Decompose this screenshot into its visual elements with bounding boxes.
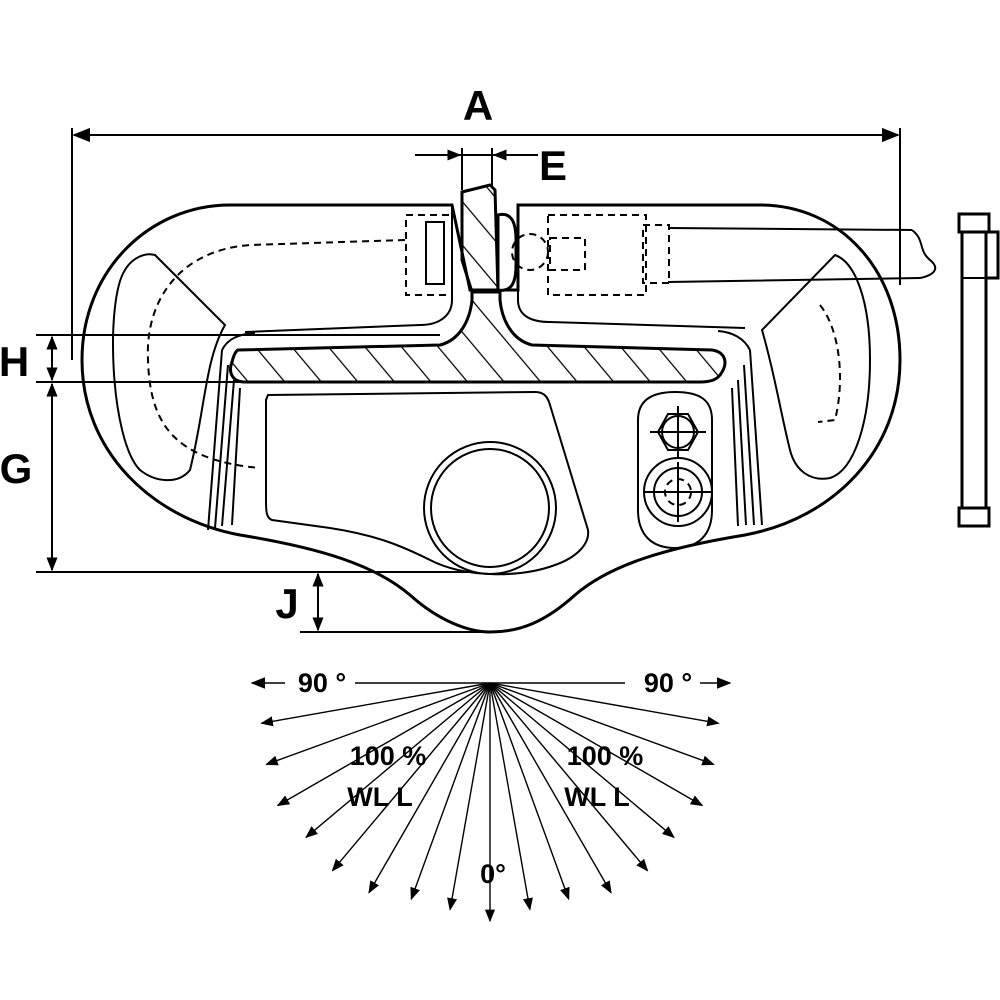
fan-ray-8 — [447, 682, 491, 911]
shackle-eye-outer — [423, 441, 557, 575]
tommy-bar-handle — [957, 212, 1000, 528]
bolt-slot — [637, 390, 713, 550]
spindle-sleeve — [642, 224, 670, 284]
right-percent-label: 100 % — [567, 741, 644, 771]
lower-plate — [265, 390, 590, 576]
right-wll-label: WL L — [564, 782, 629, 812]
fan-ray-13 — [489, 682, 649, 872]
center-angle-label: 0° — [480, 859, 506, 889]
fan-ray-3 — [276, 682, 491, 807]
jaw-inner-rim — [221, 330, 751, 351]
jaw-opening — [244, 205, 746, 333]
fan-ray-5 — [331, 682, 491, 872]
angle-left-label: 90 ° — [298, 668, 346, 698]
load-angle-fan — [250, 677, 732, 923]
spindle-break — [911, 229, 937, 279]
left-hidden-path — [146, 239, 406, 469]
dimension-a-label: A — [463, 82, 493, 129]
right-hidden-path — [817, 304, 841, 423]
clamp-outer-contour — [80, 203, 902, 634]
fan-ray-12 — [489, 682, 612, 894]
locking-bolt — [643, 457, 713, 527]
fan-ray-2 — [265, 682, 491, 766]
fan-ray-1 — [260, 682, 491, 727]
fan-ray-4 — [305, 682, 491, 839]
left-side-window — [112, 253, 227, 482]
hex-nut — [650, 406, 706, 458]
dimension-h-label: H — [0, 338, 29, 385]
angle-right-label: 90 ° — [644, 668, 692, 698]
fan-ray-14 — [489, 682, 675, 839]
fan-ray-10 — [489, 682, 533, 911]
fan-ray-17 — [489, 682, 720, 727]
clamp-body — [80, 183, 1000, 634]
right-side-window — [760, 253, 872, 480]
fan-ray-15 — [489, 682, 704, 807]
dimension-j-label: J — [275, 580, 298, 627]
left-percent-label: 100 % — [350, 741, 427, 771]
dimension-e-label: E — [539, 142, 567, 189]
spindle-nut — [549, 237, 586, 271]
fan-ray-7 — [410, 682, 491, 901]
shackle-eye-inner — [430, 448, 550, 568]
frame-inner-line — [207, 349, 241, 531]
beam-flange-section — [229, 290, 727, 384]
frame-inner-line-right — [731, 349, 763, 527]
dimension-lines — [36, 127, 901, 633]
right-jaw-pad — [496, 212, 518, 292]
fan-ray-16 — [489, 682, 715, 766]
left-wll-label: WL L — [347, 782, 412, 812]
dimension-g-label: G — [0, 445, 32, 492]
beam-web — [460, 183, 500, 294]
spindle-housing — [547, 214, 647, 296]
fan-ray-6 — [368, 682, 491, 894]
left-jaw-housing — [405, 214, 453, 296]
fan-ray-11 — [489, 682, 570, 901]
spindle-shaft — [667, 227, 921, 283]
left-jaw-pad — [425, 221, 445, 285]
